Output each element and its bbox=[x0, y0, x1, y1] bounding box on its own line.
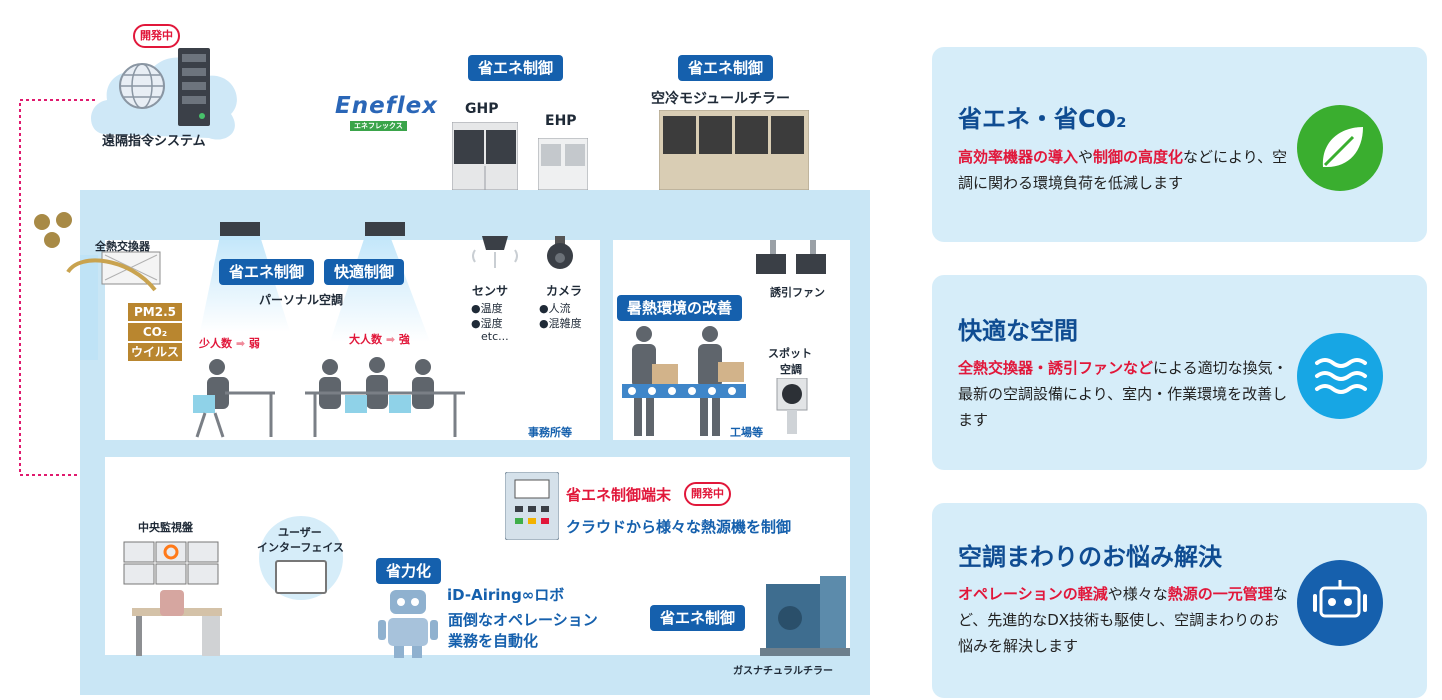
comfort-tag-office: 快適制御 bbox=[324, 259, 405, 285]
exhaust-icon bbox=[34, 212, 72, 248]
terminal-dev-badge: 開発中 bbox=[684, 482, 731, 506]
card-problem-solving: 空調まわりのお悩み解決 オペレーションの軽減や様々な熱源の一元管理など、先進的な… bbox=[932, 503, 1427, 698]
card-body: 高効率機器の導入や制御の高度化などにより、空調に関わる環境負荷を低減します bbox=[958, 148, 1288, 192]
eneflex-logo: Eneflex bbox=[335, 93, 439, 119]
induction-fan-label: 誘引ファン bbox=[770, 286, 825, 299]
chiller-label: 空冷モジュールチラー bbox=[651, 91, 791, 107]
card-comfort: 快適な空間 全熱交換器・誘引ファンなどによる適切な換気・最新の空調設備により、室… bbox=[932, 275, 1427, 470]
many-people-label: 大人数 ➡ 強 bbox=[349, 333, 410, 346]
card-title: 快適な空間 bbox=[958, 317, 1078, 345]
chiller-unit bbox=[659, 110, 809, 190]
factory-area-label: 工場等 bbox=[730, 426, 763, 439]
robot-name: iD-Airing∞ロボ bbox=[447, 586, 565, 604]
central-monitoring-panel bbox=[123, 541, 222, 656]
ehp-unit bbox=[538, 138, 588, 190]
heat-environment-tag: 暑熱環境の改善 bbox=[617, 295, 743, 321]
sensor-title: センサ bbox=[472, 284, 509, 298]
camera-item-crowd: ●混雑度 bbox=[539, 317, 582, 330]
server-icon bbox=[178, 48, 210, 126]
personal-ac-label: パーソナル空調 bbox=[259, 293, 344, 307]
card-title: 空調まわりのお悩み解決 bbox=[958, 543, 1222, 571]
heat-exchanger-label: 全熱交換器 bbox=[95, 240, 150, 253]
energy-tag-ghp: 省エネ制御 bbox=[468, 55, 564, 81]
dev-badge: 開発中 bbox=[133, 24, 180, 48]
sensor-item-etc: etc... bbox=[481, 330, 509, 343]
induction-fan-icon bbox=[756, 240, 826, 274]
central-panel-label: 中央監視盤 bbox=[138, 521, 193, 534]
sensor-icon bbox=[472, 236, 518, 268]
wave-icon bbox=[1297, 333, 1383, 419]
control-terminal bbox=[505, 472, 559, 540]
pollutant-pm25: PM2.5 bbox=[128, 303, 182, 321]
ui-label-a: ユーザー bbox=[278, 526, 322, 539]
leaf-icon bbox=[1297, 105, 1383, 191]
eneflex-logo-sub: エネフレックス bbox=[350, 121, 407, 131]
remote-system-label: 遠隔指令システム bbox=[102, 134, 206, 149]
terminal-title: 省エネ制御端末 bbox=[566, 486, 672, 504]
robot-illustration bbox=[378, 590, 438, 658]
card-body: 全熱交換器・誘引ファンなどによる適切な換気・最新の空調設備により、室内・作業環境… bbox=[958, 359, 1288, 429]
camera-item-flow: ●人流 bbox=[539, 302, 571, 315]
gas-chiller-unit bbox=[760, 576, 850, 656]
globe-icon bbox=[119, 63, 165, 109]
ghp-unit bbox=[452, 122, 518, 190]
pollutant-co2: CO₂ bbox=[128, 323, 182, 341]
ui-circle bbox=[259, 516, 343, 600]
robot-desc-b: 業務を自動化 bbox=[448, 632, 539, 650]
camera-title: カメラ bbox=[546, 284, 583, 298]
sensor-item-temp: ●温度 bbox=[471, 302, 503, 315]
office-workers bbox=[193, 357, 465, 438]
card-title: 省エネ・省CO₂ bbox=[958, 105, 1127, 133]
labor-saving-tag: 省力化 bbox=[376, 558, 442, 584]
pollutant-virus: ウイルス bbox=[128, 343, 182, 361]
energy-tag-office: 省エネ制御 bbox=[219, 259, 315, 285]
ghp-label: GHP bbox=[465, 101, 499, 117]
spot-ac-label-a: スポット bbox=[768, 347, 812, 360]
spot-ac-unit bbox=[776, 378, 808, 434]
robot-icon bbox=[1297, 560, 1383, 646]
factory-workers bbox=[622, 326, 746, 436]
card-energy-saving: 省エネ・省CO₂ 高効率機器の導入や制御の高度化などにより、空調に関わる環境負荷… bbox=[932, 47, 1427, 242]
robot-desc-a: 面倒なオペレーション bbox=[448, 611, 598, 629]
spot-ac-label-b: 空調 bbox=[780, 363, 802, 376]
ehp-label: EHP bbox=[545, 113, 577, 129]
office-area-label: 事務所等 bbox=[528, 426, 572, 439]
energy-tag-gas: 省エネ制御 bbox=[650, 605, 746, 631]
energy-tag-chiller: 省エネ制御 bbox=[678, 55, 774, 81]
gas-chiller-label: ガスナチュラルチラー bbox=[733, 666, 833, 677]
sensor-item-humidity: ●湿度 bbox=[471, 317, 503, 330]
terminal-desc: クラウドから様々な熱源機を制御 bbox=[566, 518, 792, 536]
few-people-label: 少人数 ➡ 弱 bbox=[199, 337, 260, 350]
camera-icon bbox=[547, 236, 573, 269]
ui-label-b: インターフェイス bbox=[257, 541, 345, 554]
card-body: オペレーションの軽減や様々な熱源の一元管理など、先進的なDX技術も駆使し、空調ま… bbox=[958, 585, 1288, 655]
heat-exchanger-unit bbox=[66, 251, 161, 360]
